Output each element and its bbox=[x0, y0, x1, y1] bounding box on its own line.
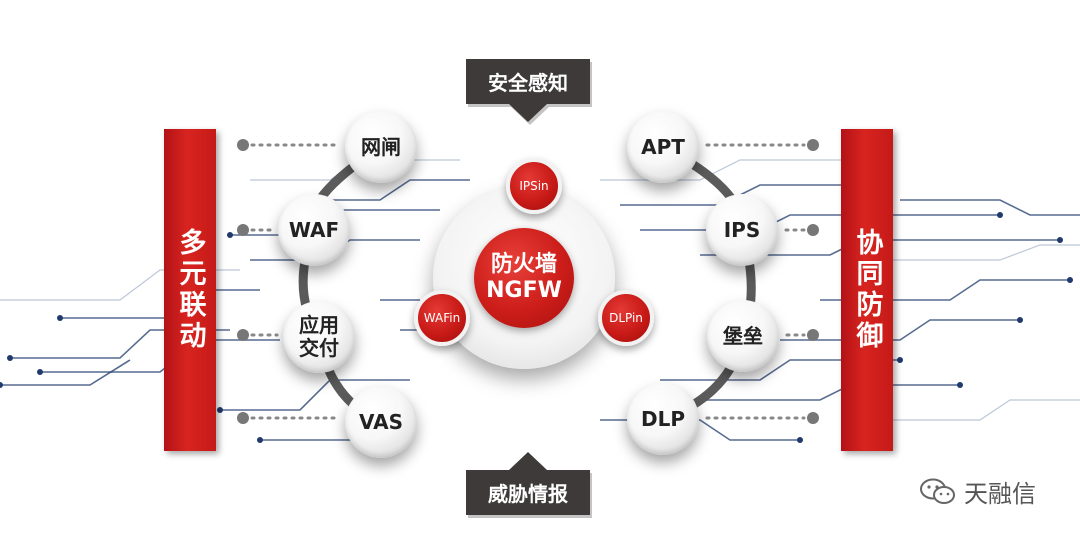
node-app-delivery: 应用 交付 bbox=[283, 301, 355, 373]
node-vas-label: VAS bbox=[358, 409, 403, 434]
circuit-node-dot bbox=[217, 407, 223, 413]
node-waf-label: WAF bbox=[288, 217, 340, 242]
circuit-node-dot bbox=[957, 382, 963, 388]
hub-subtitle: NGFW bbox=[486, 278, 562, 303]
circuit-node-dot bbox=[997, 212, 1003, 218]
left-arc bbox=[298, 142, 386, 427]
top-banner: 安全感知 bbox=[466, 59, 590, 104]
connector-endpoint bbox=[237, 139, 249, 151]
wechat-icon bbox=[920, 478, 955, 504]
circuit-node-dot bbox=[797, 437, 803, 443]
circuit-node-dot bbox=[1017, 317, 1023, 323]
circuit-trace-light bbox=[860, 399, 1080, 421]
node-app-delivery-label: 应用 交付 bbox=[299, 313, 339, 360]
satellite-top-label: IPSin bbox=[519, 179, 549, 193]
circuit-node-dot bbox=[57, 315, 63, 321]
connector-endpoint bbox=[807, 412, 819, 424]
satellite-right-label: DLPin bbox=[609, 311, 643, 325]
circuit-node-dot bbox=[1067, 277, 1073, 283]
node-ips: IPS bbox=[706, 194, 778, 266]
satellite-left: WAFin bbox=[414, 290, 470, 346]
node-apt-label: APT bbox=[641, 134, 685, 159]
bottom-banner-label: 威胁情报 bbox=[488, 482, 568, 506]
node-ips-label: IPS bbox=[723, 217, 761, 242]
node-bastion: 堡垒 bbox=[707, 300, 779, 372]
bottom-banner: 威胁情报 bbox=[466, 470, 590, 515]
circuit-trace bbox=[300, 179, 470, 201]
node-wangzha: 网闸 bbox=[345, 111, 417, 183]
circuit-trace bbox=[700, 384, 960, 401]
circuit-node-dot bbox=[0, 382, 3, 388]
circuit-trace-light bbox=[880, 244, 1080, 261]
connector-endpoint bbox=[807, 139, 819, 151]
node-apt: APT bbox=[627, 111, 699, 183]
circuit-node-dot bbox=[7, 355, 13, 361]
connector-endpoint bbox=[807, 329, 819, 341]
node-bastion-label: 堡垒 bbox=[723, 323, 763, 348]
circuit-node-dot bbox=[37, 369, 43, 375]
top-banner-label: 安全感知 bbox=[488, 71, 568, 95]
node-waf: WAF bbox=[278, 194, 350, 266]
connector-endpoint bbox=[237, 329, 249, 341]
circuit-trace bbox=[780, 319, 1020, 341]
node-dlp: DLP bbox=[627, 383, 699, 455]
satellite-top: IPSin bbox=[506, 158, 562, 214]
circuit-trace bbox=[900, 199, 1080, 216]
left-bar-label: 多元联动 bbox=[174, 228, 206, 352]
watermark-label: 天融信 bbox=[964, 480, 1036, 508]
connector-endpoint bbox=[237, 412, 249, 424]
circuit-trace bbox=[0, 359, 131, 386]
node-wangzha-label: 网闸 bbox=[361, 134, 401, 159]
circuit-node-dot bbox=[257, 437, 263, 443]
watermark: 天融信 bbox=[918, 474, 1036, 509]
hub-core: 防火墙 NGFW bbox=[474, 228, 574, 328]
connector-endpoint bbox=[237, 224, 249, 236]
satellite-right: DLPin bbox=[598, 290, 654, 346]
circuit-node-dot bbox=[1057, 237, 1063, 243]
node-vas: VAS bbox=[345, 386, 417, 458]
right-bar-label: 协同防御 bbox=[851, 228, 883, 352]
circuit-trace bbox=[220, 379, 410, 411]
hub-title: 防火墙 bbox=[490, 252, 557, 277]
right-bar: 协同防御 bbox=[841, 129, 893, 451]
circuit-node-dot bbox=[897, 357, 903, 363]
connector-endpoint bbox=[807, 224, 819, 236]
right-arc bbox=[658, 142, 756, 424]
satellite-left-label: WAFin bbox=[423, 311, 461, 325]
left-bar: 多元联动 bbox=[164, 129, 216, 451]
node-dlp-label: DLP bbox=[640, 406, 685, 431]
circuit-node-dot bbox=[227, 232, 233, 238]
